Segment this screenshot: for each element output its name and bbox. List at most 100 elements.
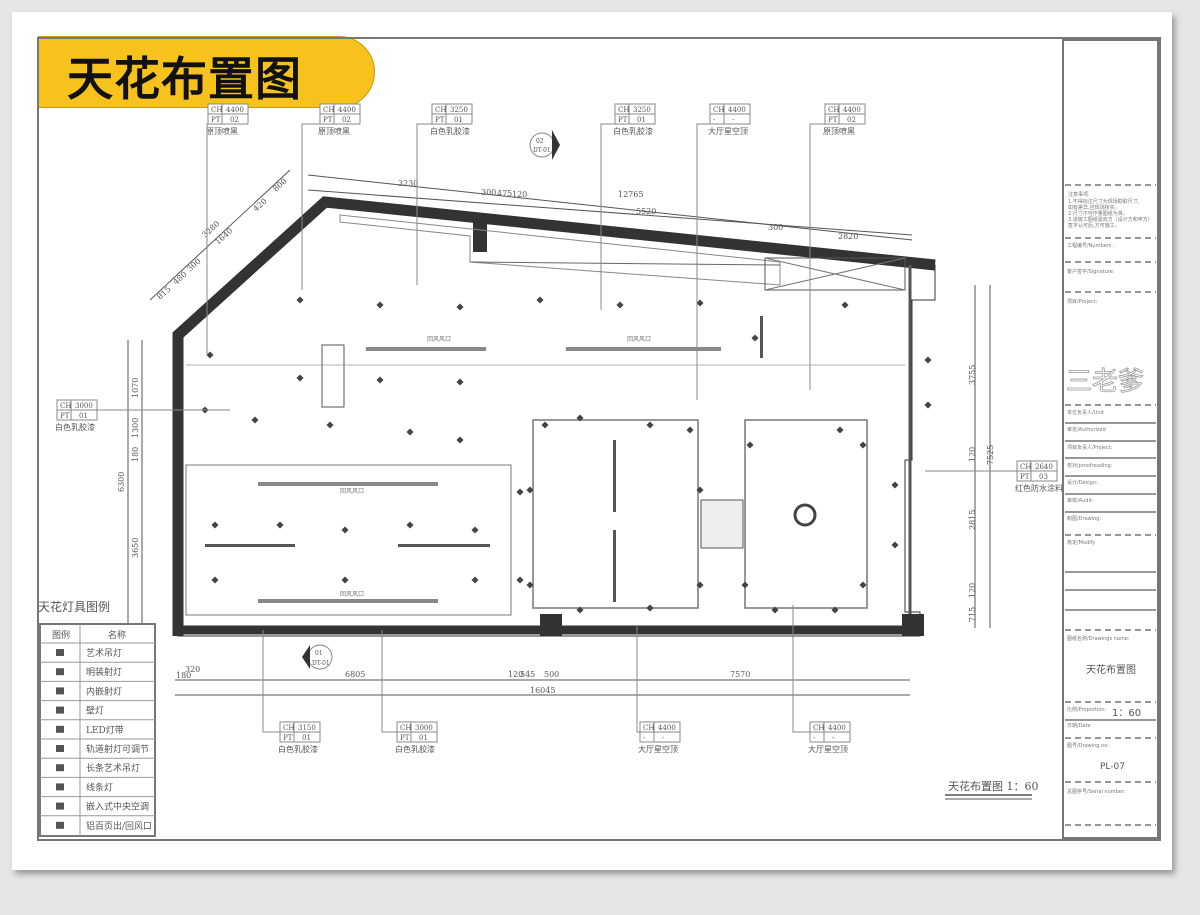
art-chandelier-icon: [56, 649, 64, 656]
svg-text:大厅星空顶: 大厅星空顶: [808, 744, 848, 754]
legend-item-name: 轨道射灯可调节: [86, 743, 149, 755]
recessed-spotlight: [341, 576, 349, 584]
recessed-spotlight: [831, 606, 839, 614]
svg-text:PT: PT: [211, 116, 221, 124]
svg-text:3755: 3755: [968, 365, 977, 385]
svg-text:01: 01: [302, 734, 311, 742]
svg-text:注意事项:: 注意事项:: [1068, 191, 1090, 198]
title-banner: 天花布置图: [38, 36, 375, 108]
ceiling-ac-unit: [700, 499, 744, 549]
legend-item-name: 艺术吊灯: [86, 647, 122, 659]
svg-text:核定/Modify: 核定/Modify: [1067, 539, 1095, 546]
svg-text:PT: PT: [283, 734, 293, 742]
svg-text:01: 01: [637, 116, 646, 124]
svg-text:500: 500: [544, 670, 559, 679]
svg-text:120: 120: [968, 447, 977, 462]
legend-item-name: 明装射灯: [86, 666, 122, 678]
svg-text:PT: PT: [1020, 473, 1030, 481]
svg-text:545: 545: [520, 670, 535, 679]
svg-text:-: -: [813, 734, 816, 742]
svg-text:180: 180: [176, 671, 191, 680]
svg-text:红色防水涂料: 红色防水涂料: [1015, 483, 1063, 493]
svg-text:02: 02: [230, 116, 239, 124]
legend-item-name: 壁灯: [86, 705, 104, 717]
recessed-spotlight: [296, 374, 304, 382]
svg-text:项目负责人/Project:: 项目负责人/Project:: [1067, 444, 1113, 451]
recessed-spotlight-icon: [56, 687, 64, 695]
recessed-spotlight: [516, 488, 524, 496]
svg-text:大厅星空顶: 大厅星空顶: [638, 744, 678, 754]
svg-text:PL-07: PL-07: [1100, 762, 1125, 772]
legend-item-name: 线条灯: [86, 781, 113, 793]
recessed-spotlight: [696, 581, 704, 589]
svg-text:单位负责人/Unit: 单位负责人/Unit: [1067, 409, 1104, 416]
recessed-spotlight: [296, 296, 304, 304]
ceiling-ac-icon: [56, 802, 64, 810]
recessed-spotlight: [696, 486, 704, 494]
svg-text:PT: PT: [400, 734, 410, 742]
svg-text:03: 03: [1039, 473, 1048, 481]
recessed-spotlight: [456, 436, 464, 444]
svg-text:CH: CH: [323, 106, 334, 114]
svg-text:1：60: 1：60: [1112, 708, 1141, 719]
dimension-lines: [127, 169, 991, 696]
recessed-spotlight: [746, 441, 754, 449]
svg-text:6300: 6300: [117, 472, 126, 492]
svg-text:120: 120: [512, 190, 527, 199]
svg-text:-: -: [643, 734, 646, 742]
surface-spotlight-icon: [56, 668, 64, 676]
recessed-spotlight: [646, 421, 654, 429]
section-mark-top[interactable]: 02 DT-01: [529, 130, 560, 160]
recessed-spotlight: [406, 428, 414, 436]
svg-text:白色乳胶漆: 白色乳胶漆: [395, 744, 435, 754]
svg-text:475: 475: [497, 189, 512, 198]
track-spotlight-icon: [56, 745, 64, 752]
legend-item-name: 铝百页出/回风口: [86, 820, 152, 832]
recessed-spotlight: [456, 303, 464, 311]
svg-text:02: 02: [342, 116, 351, 124]
vent-label: 回风风口: [427, 336, 451, 343]
svg-text:300: 300: [185, 257, 202, 274]
svg-text:设计/Design:: 设计/Design:: [1067, 479, 1098, 486]
svg-text:3150: 3150: [298, 724, 316, 732]
section-mark-bottom[interactable]: 01 DT-01: [302, 644, 333, 670]
recessed-spotlight: [206, 351, 214, 359]
recessed-spotlight: [751, 334, 759, 342]
svg-text:CH: CH: [400, 724, 411, 732]
svg-text:总图序号/Serial number:: 总图序号/Serial number:: [1067, 788, 1126, 795]
svg-text:4400: 4400: [226, 106, 244, 114]
svg-text:3.该施工图纸需双方（设计方和甲方）: 3.该施工图纸需双方（设计方和甲方）: [1068, 216, 1153, 223]
svg-text:原顶喷黑: 原顶喷黑: [206, 126, 238, 136]
svg-text:PT: PT: [618, 116, 628, 124]
recessed-spotlight: [516, 576, 524, 584]
svg-text:300: 300: [481, 188, 496, 197]
svg-text:4400: 4400: [658, 724, 676, 732]
recessed-spotlight: [576, 606, 584, 614]
svg-text:3650: 3650: [131, 538, 140, 558]
drawing-sheet: [12, 12, 1172, 870]
long-chandelier-icon: [56, 764, 64, 772]
recessed-spotlight: [841, 301, 849, 309]
drawing-caption: 天花布置图 1：60: [948, 780, 1039, 793]
svg-text:CH: CH: [283, 724, 294, 732]
svg-text:2.尺寸不可作量图纸为准。: 2.尺寸不可作量图纸为准。: [1068, 210, 1128, 217]
svg-text:120: 120: [508, 670, 523, 679]
svg-text:白色乳胶漆: 白色乳胶漆: [55, 422, 95, 432]
svg-text:1300: 1300: [131, 418, 140, 438]
svg-text:3000: 3000: [75, 402, 93, 410]
svg-text:6805: 6805: [345, 670, 365, 679]
svg-text:原顶喷黑: 原顶喷黑: [823, 126, 855, 136]
svg-text:名称: 名称: [108, 629, 126, 641]
svg-text:320: 320: [185, 665, 200, 674]
svg-text:制图/Drawing:: 制图/Drawing:: [1067, 515, 1101, 522]
recessed-spotlight: [686, 426, 694, 434]
banner-title: 天花布置图: [67, 52, 302, 106]
svg-text:2640: 2640: [1035, 463, 1053, 471]
recessed-spotlight: [696, 299, 704, 307]
svg-text:7570: 7570: [730, 670, 750, 679]
